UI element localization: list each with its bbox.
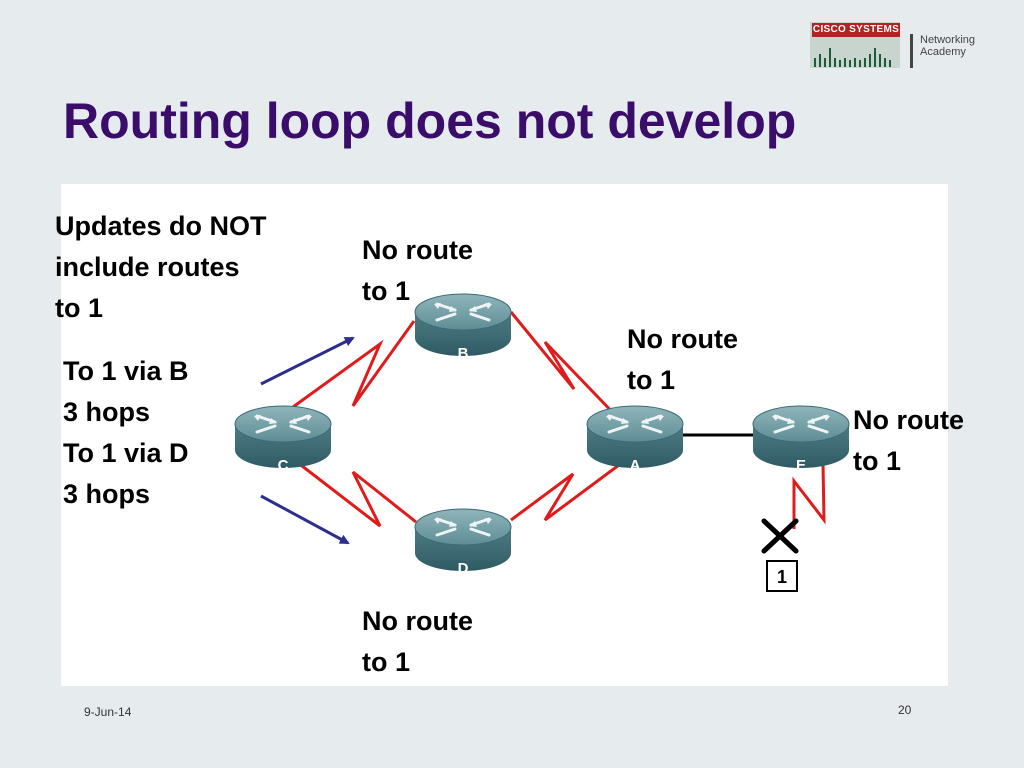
router-d-label: D (458, 560, 469, 577)
serial-link-d-a (510, 463, 620, 522)
router-c-icon: C (233, 404, 333, 474)
academy-line-2: Academy (920, 46, 966, 58)
slide-page-number: 20 (898, 703, 912, 717)
router-d-icon: D (413, 507, 513, 577)
router-e-label: E (796, 457, 806, 474)
networking-academy-wordmark: Networking Academy (920, 34, 975, 58)
arrow-to-b-icon (260, 336, 355, 386)
cisco-networking-academy-logo: CISCO SYSTEMS Networking Academy (810, 22, 990, 70)
serial-link-b-a (509, 311, 621, 421)
router-c-label: C (278, 457, 289, 474)
cisco-systems-wordmark: CISCO SYSTEMS (812, 23, 900, 37)
academy-line-1: Networking (920, 34, 976, 46)
router-c-routing-table: To 1 via B 3 hops To 1 via D 3 hops (63, 356, 189, 509)
router-e-icon: E (751, 404, 851, 474)
router-b-icon: B (413, 292, 513, 362)
updates-note: Updates do NOT include routes to 1 (55, 211, 267, 323)
router-e-status: No route to 1 (853, 405, 964, 476)
router-a-label: A (630, 457, 641, 474)
cisco-systems-logo: CISCO SYSTEMS (810, 22, 900, 68)
arrow-to-d-icon (260, 494, 350, 545)
logo-divider (910, 34, 913, 68)
router-b-label: B (458, 345, 469, 362)
router-a-status: No route to 1 (627, 324, 738, 395)
link-failure-x-icon (761, 518, 799, 554)
network-diagram: B C A E D 1 (233, 292, 851, 592)
slide-date: 9-Jun-14 (84, 705, 132, 719)
router-a-icon: A (585, 404, 685, 474)
network-1-box: 1 (766, 560, 798, 592)
diagram-panel: B C A E D 1 (61, 184, 948, 686)
slide-title: Routing loop does not develop (63, 93, 797, 149)
serial-link-e-network (792, 462, 826, 529)
router-d-status: No route to 1 (362, 606, 473, 677)
router-b-status: No route to 1 (362, 235, 473, 306)
serial-link-c-b (292, 320, 416, 409)
network-1-label: 1 (777, 567, 787, 587)
cisco-bars-icon (814, 48, 891, 67)
serial-link-c-d (292, 457, 417, 528)
